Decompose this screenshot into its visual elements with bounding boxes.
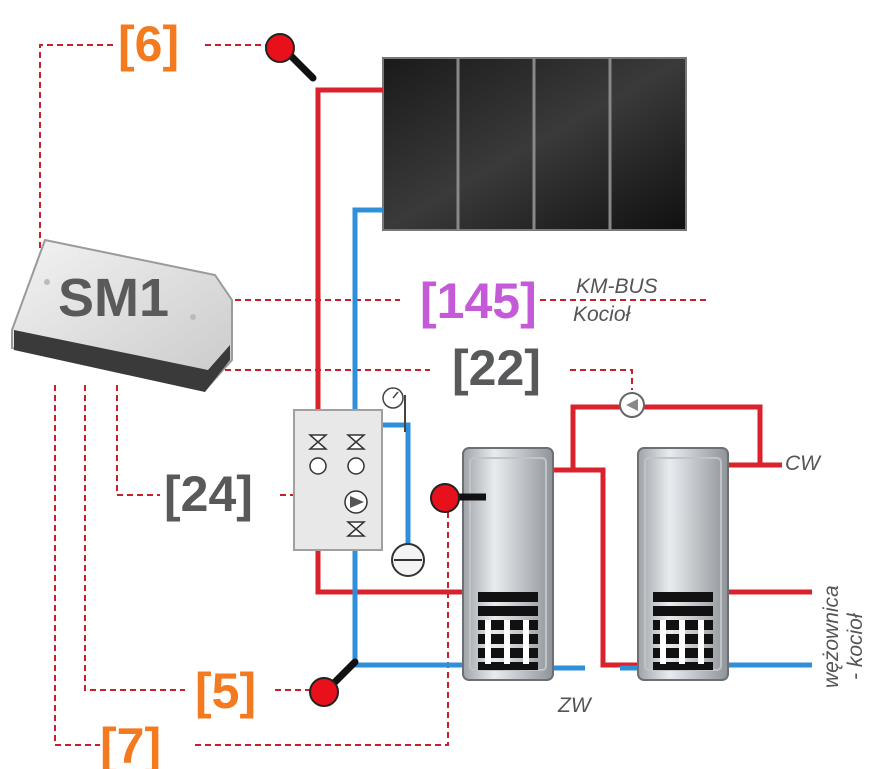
hot-water-label: CW xyxy=(785,452,822,475)
solar-collector xyxy=(382,57,687,231)
pump-icon xyxy=(344,490,368,514)
boiler-label: Kocioł xyxy=(573,303,632,326)
sm1-controller: SM1 xyxy=(11,238,233,392)
valve-label: [22] xyxy=(452,340,541,396)
shutoff-valve-icon xyxy=(308,434,366,537)
expansion-vessel-icon xyxy=(391,543,425,577)
cold-water-label: ZW xyxy=(557,694,593,717)
pump-label: [24] xyxy=(164,466,253,522)
temperature-sensor-icon xyxy=(309,658,359,707)
boiler-storage-tank xyxy=(637,447,729,681)
solar-storage-tank xyxy=(462,447,554,681)
three-way-valve-icon xyxy=(619,392,645,418)
collector-sensor-label: [6] xyxy=(118,16,179,72)
temperature-sensor-icon xyxy=(265,33,317,82)
tank-sensor-label: [5] xyxy=(195,663,256,719)
coil-label-line2: - kocioł xyxy=(844,612,867,680)
pump-station xyxy=(293,409,383,551)
bus-name-label: KM-BUS xyxy=(576,275,658,298)
temperature-gauge-icon xyxy=(309,457,365,475)
temperature-sensor-icon xyxy=(430,483,486,513)
bus-number-label: [145] xyxy=(420,273,537,329)
controller-label: SM1 xyxy=(58,268,169,328)
dhw-pipes xyxy=(550,404,812,671)
pressure-gauge-icon xyxy=(382,387,406,432)
coil-label-line1: wężownica xyxy=(820,585,843,688)
return-sensor-label: [7] xyxy=(100,718,161,769)
